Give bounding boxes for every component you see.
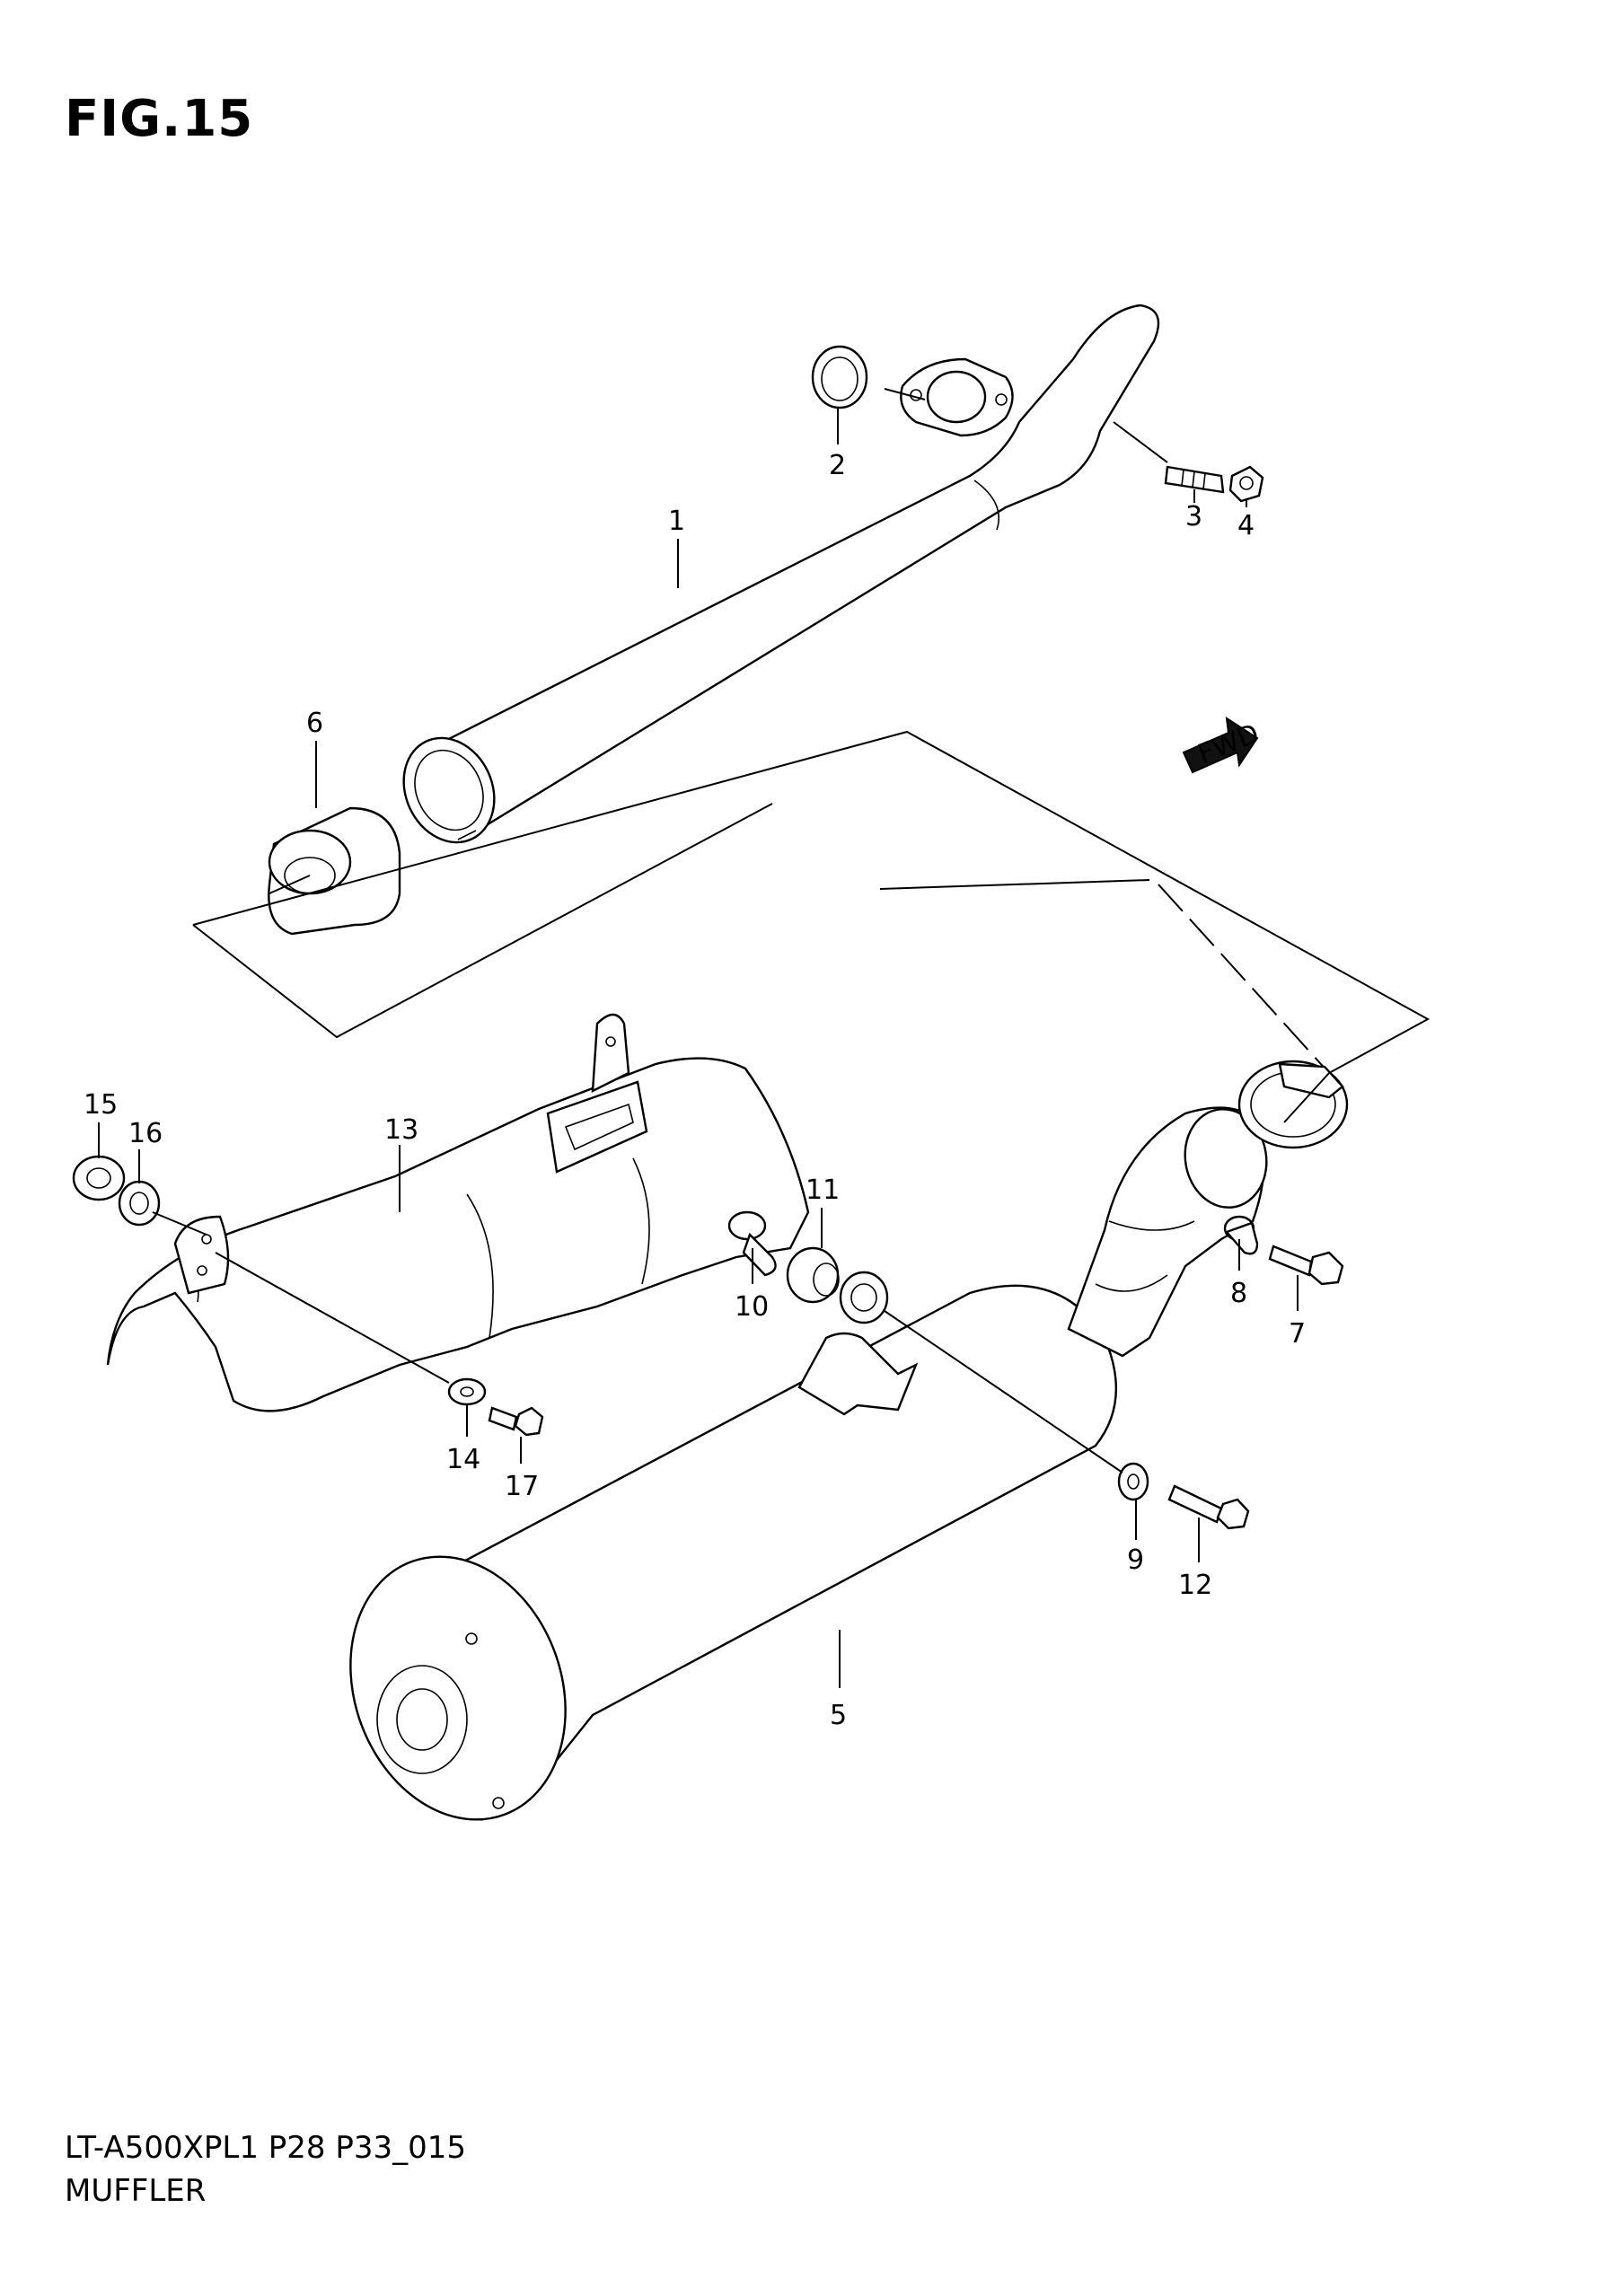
bolt-12 xyxy=(1167,1484,1250,1530)
callout-7: 7 xyxy=(1289,1318,1306,1350)
callout-8: 8 xyxy=(1230,1278,1247,1309)
exhaust-pipe xyxy=(402,303,1160,844)
gasket xyxy=(811,345,868,409)
muffler-body xyxy=(349,1284,1118,1821)
fwd-direction-arrow: FWD xyxy=(1182,716,1263,774)
collar xyxy=(727,1210,777,1277)
muffler-inlet-pipe xyxy=(1067,1106,1268,1358)
section-name: MUFFLER xyxy=(65,2173,207,2209)
callout-1: 1 xyxy=(668,506,685,537)
pipe-flange xyxy=(900,357,1014,437)
model-code: LT-A500XPL1 P28 P33_015 xyxy=(65,2130,466,2166)
stud-bolt xyxy=(1164,465,1225,494)
callout-2: 2 xyxy=(829,450,846,481)
bolt-17 xyxy=(488,1406,544,1437)
pipe-connector xyxy=(268,806,401,936)
callout-4: 4 xyxy=(1237,510,1255,541)
flange-nut xyxy=(72,1155,126,1201)
grommet xyxy=(786,1246,840,1304)
callout-14: 14 xyxy=(446,1444,480,1475)
callout-3: 3 xyxy=(1185,501,1202,532)
hose-clamp xyxy=(1237,1060,1349,1149)
rubber-cushion xyxy=(118,1180,161,1227)
washer-14 xyxy=(447,1377,487,1406)
callout-15: 15 xyxy=(84,1089,118,1121)
leader-lines xyxy=(98,388,1330,1688)
reference-plane-lines xyxy=(192,730,1431,1074)
callout-labels: 1 2 3 4 5 6 7 8 9 10 11 12 13 14 15 16 1… xyxy=(84,450,1306,1731)
callout-10: 10 xyxy=(735,1291,769,1323)
callout-17: 17 xyxy=(505,1471,539,1502)
figure-title: FIG.15 xyxy=(65,90,254,148)
callout-5: 5 xyxy=(830,1700,847,1731)
bolt-7 xyxy=(1268,1245,1344,1286)
spacer xyxy=(1223,1215,1259,1255)
callout-12: 12 xyxy=(1178,1570,1212,1601)
callout-9: 9 xyxy=(1127,1544,1144,1576)
callout-13: 13 xyxy=(384,1114,418,1146)
callout-11: 11 xyxy=(806,1174,840,1206)
nut xyxy=(1228,465,1264,503)
heat-shield xyxy=(106,1013,810,1412)
callout-16: 16 xyxy=(128,1118,163,1149)
washer-9 xyxy=(1117,1462,1149,1501)
callout-6: 6 xyxy=(306,708,323,739)
ring-washer xyxy=(839,1271,889,1324)
